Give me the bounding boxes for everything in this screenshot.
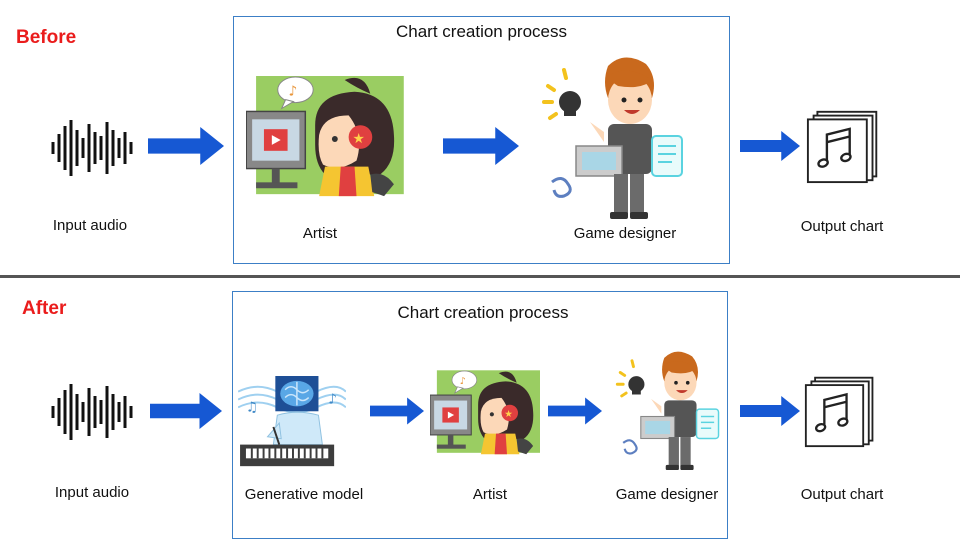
before-designer-label: Game designer [573,225,677,242]
after-input-waveform-icon [49,382,139,442]
before-arrow-3-icon [740,127,800,165]
before-arrow-1-icon [147,127,225,165]
after-arrow-3-icon [548,395,602,427]
after-arrow-2-icon [370,395,424,427]
before-input-waveform-icon [49,118,139,178]
before-output-chart-icon [806,106,882,186]
after-model-label: Generative model [244,486,364,503]
section-divider [0,275,960,278]
after-artist-icon [430,370,540,460]
after-process-title: Chart creation process [397,303,569,322]
before-game-designer-icon [534,56,684,221]
after-artist-label: Artist [472,486,508,503]
after-heading: After [22,298,67,319]
after-arrow-1-icon [147,393,225,429]
after-game-designer-icon [610,350,720,472]
before-process-title: Chart creation process [395,22,568,41]
after-output-label: Output chart [800,486,884,503]
before-input-label: Input audio [52,217,128,234]
before-arrow-2-icon [442,127,520,165]
before-artist-icon [246,76,404,204]
before-heading: Before [16,27,77,48]
before-process-box [233,16,730,264]
after-input-label: Input audio [54,484,130,501]
after-output-chart-icon [804,372,878,450]
before-artist-label: Artist [302,225,338,242]
before-output-label: Output chart [800,218,884,235]
after-designer-label: Game designer [615,486,719,503]
after-generative-model-icon [238,376,346,474]
after-process-box [232,291,728,539]
after-arrow-4-icon [740,393,800,429]
